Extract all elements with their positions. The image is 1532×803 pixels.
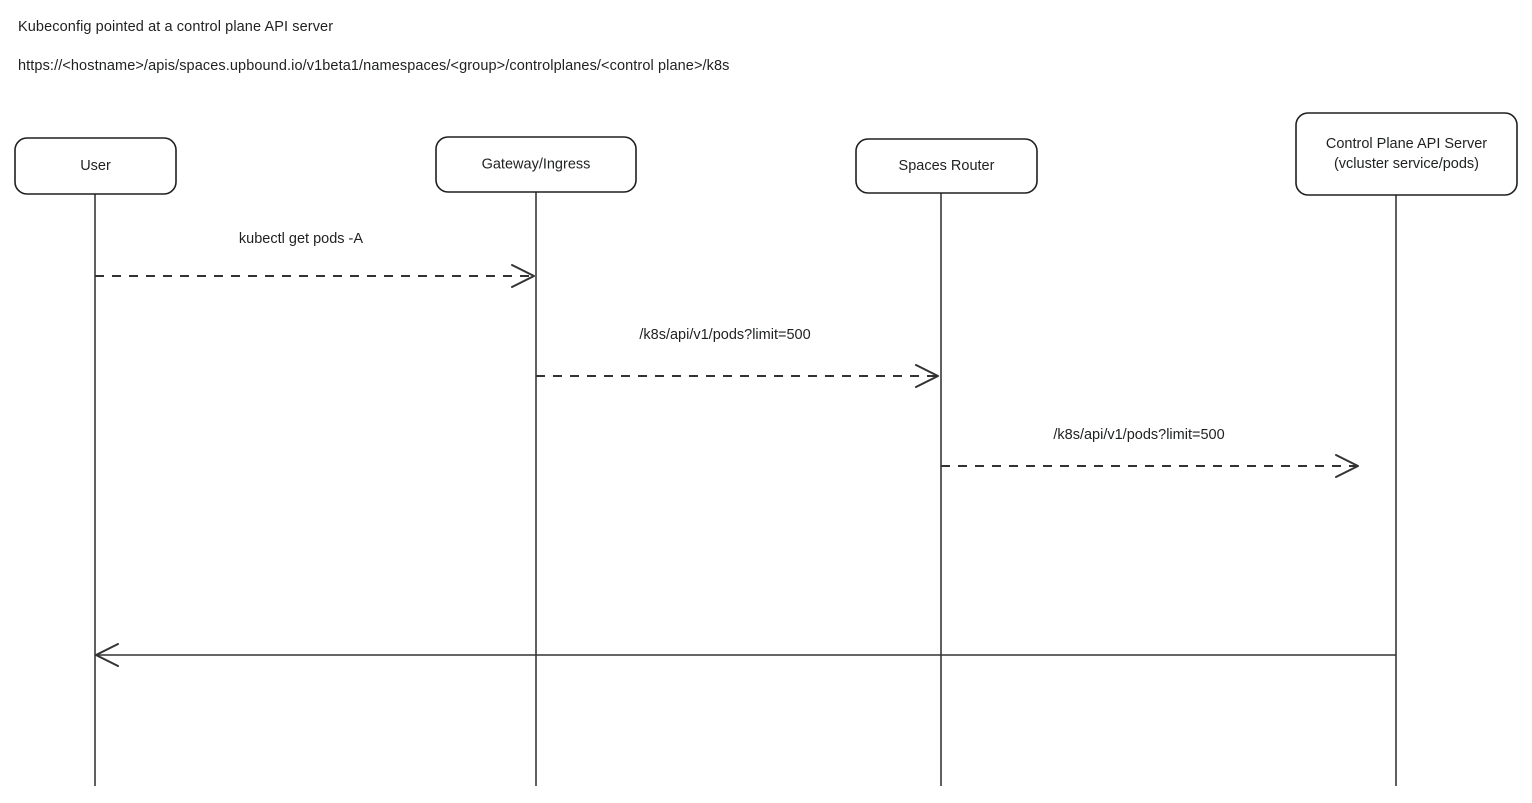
arrow-head-msg-gateway-to-router	[915, 364, 939, 388]
participant-label-gateway: Gateway/Ingress	[482, 156, 591, 172]
note-kubeconfig-title: Kubeconfig pointed at a control plane AP…	[18, 19, 334, 35]
message-label-msg-router-to-controlplane: /k8s/api/v1/pods?limit=500	[1053, 427, 1224, 443]
participant-label-user: User	[80, 158, 111, 174]
participant-label-spaces-router: Spaces Router	[899, 158, 995, 174]
participant-box-gateway[interactable]	[435, 136, 637, 193]
messages-group: kubectl get pods -A/k8s/api/v1/pods?limi…	[95, 231, 1396, 667]
participant-label-control-plane: (vcluster service/pods)	[1334, 156, 1479, 172]
message-msg-gateway-to-router[interactable]: /k8s/api/v1/pods?limit=500	[536, 327, 939, 388]
message-msg-kubectl-get-pods[interactable]: kubectl get pods -A	[95, 231, 535, 288]
participant-box-spaces-router[interactable]	[855, 138, 1038, 194]
participant-box-control-plane[interactable]	[1295, 112, 1518, 196]
lifelines-group	[94, 192, 1397, 786]
message-msg-router-to-controlplane[interactable]: /k8s/api/v1/pods?limit=500	[941, 427, 1359, 478]
participant-label-control-plane: Control Plane API Server	[1326, 136, 1487, 152]
message-label-msg-kubectl-get-pods: kubectl get pods -A	[239, 231, 363, 247]
arrow-head-msg-router-to-controlplane	[1335, 454, 1359, 478]
participant-box-user[interactable]	[14, 137, 177, 195]
participant-user[interactable]: User	[14, 137, 177, 195]
participant-gateway[interactable]: Gateway/Ingress	[435, 136, 637, 193]
participant-spaces-router[interactable]: Spaces Router	[855, 138, 1038, 194]
arrow-head-msg-response-to-user	[95, 643, 119, 667]
message-label-msg-gateway-to-router: /k8s/api/v1/pods?limit=500	[639, 327, 810, 343]
arrow-head-msg-kubectl-get-pods	[511, 264, 535, 288]
message-msg-response-to-user[interactable]	[95, 643, 1396, 667]
participants-group: User Gateway/Ingress Spaces Router Control …	[14, 112, 1518, 196]
participant-control-plane[interactable]: Control Plane API Server (vcluster servic…	[1295, 112, 1518, 196]
note-api-server-url: https://<hostname>/apis/spaces.upbound.i…	[18, 58, 730, 74]
